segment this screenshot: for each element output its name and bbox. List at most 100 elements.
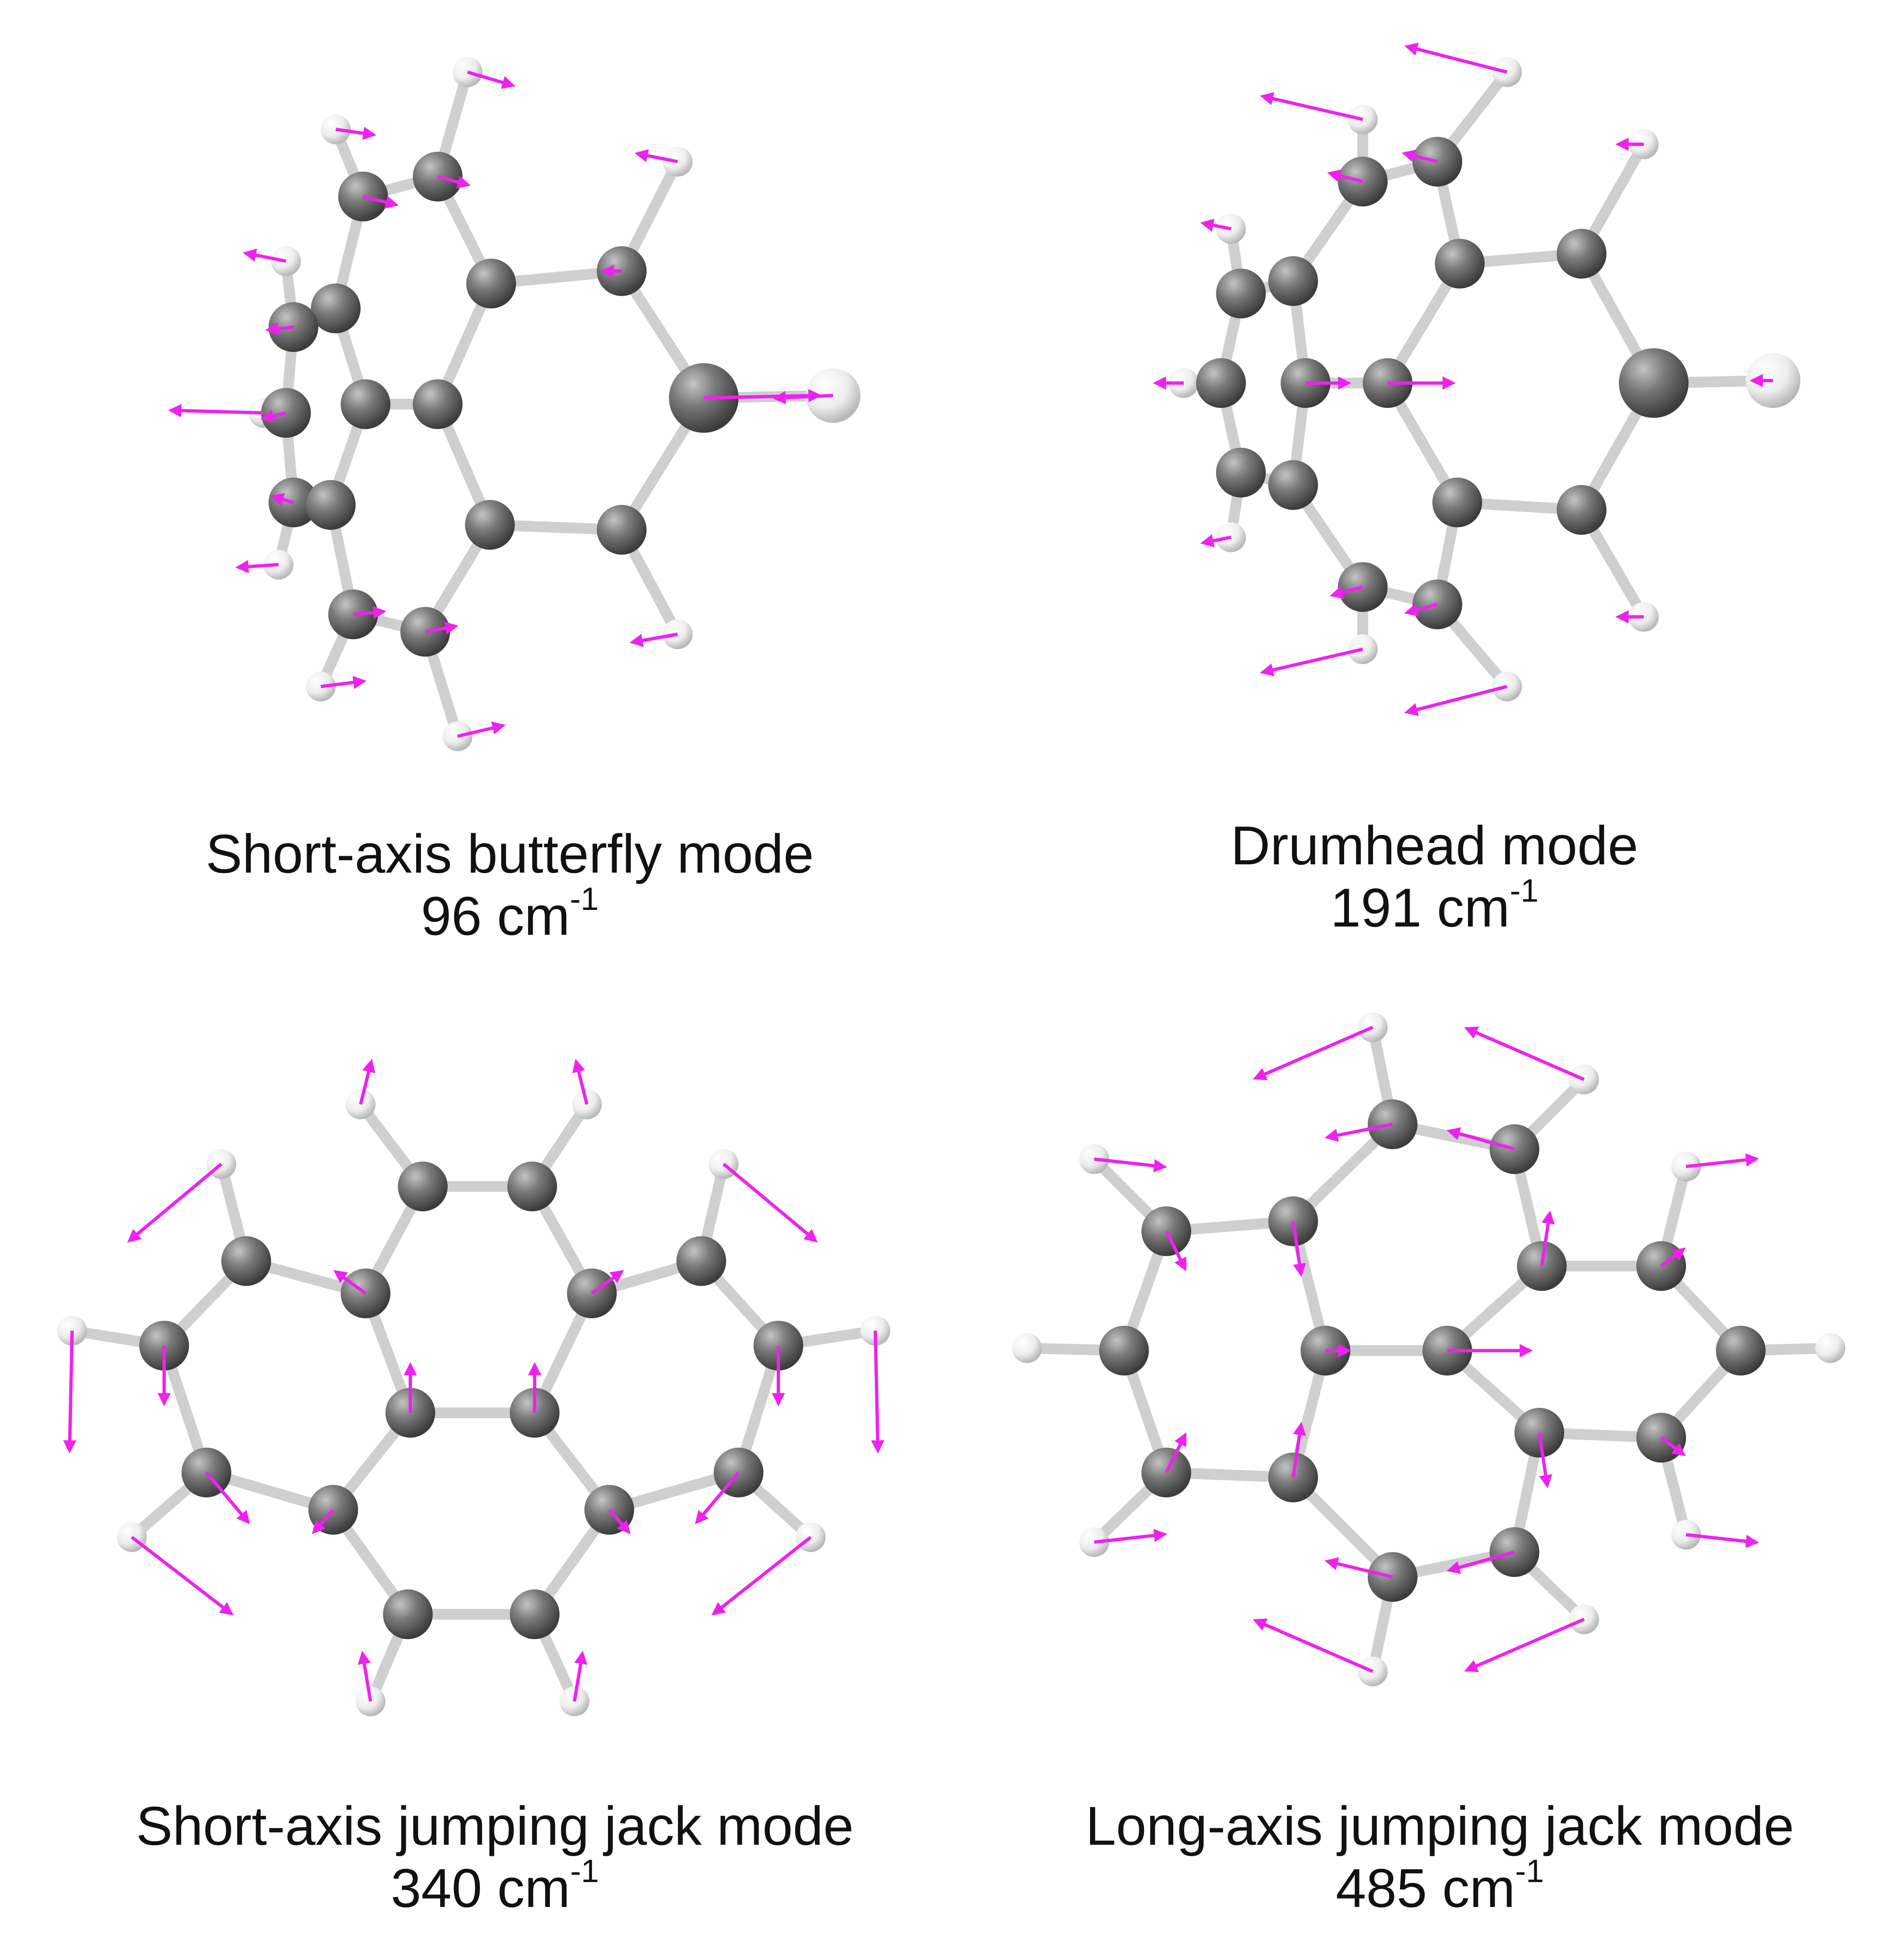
displacement-arrow-icon bbox=[1253, 1026, 1374, 1080]
hydrogen-atom-icon bbox=[1815, 1333, 1845, 1363]
mode-frequency-long-axis-jumping-jack: 485 cm-1 bbox=[970, 1855, 1880, 1919]
displacement-arrow-icon bbox=[1686, 1153, 1759, 1168]
displacement-arrow-icon bbox=[1404, 685, 1507, 716]
frequency-exponent: -1 bbox=[570, 1853, 599, 1889]
displacement-arrow-icon bbox=[871, 1330, 884, 1454]
carbon-atom-icon bbox=[1716, 1326, 1766, 1375]
displacement-arrow-icon bbox=[1094, 1529, 1168, 1544]
displacement-arrow-icon bbox=[573, 1650, 587, 1702]
displacement-arrow-icon bbox=[1446, 1127, 1515, 1151]
carbon-atom-icon bbox=[510, 1589, 560, 1639]
carbon-atom-icon bbox=[398, 1162, 448, 1211]
carbon-atom-icon bbox=[221, 1236, 271, 1286]
displacement-arrow-icon bbox=[1330, 585, 1364, 599]
carbon-atom-icon bbox=[1557, 229, 1606, 279]
mode-frequency-short-axis-jumping-jack: 340 cm-1 bbox=[25, 1855, 965, 1919]
displacement-arrow-icon bbox=[359, 1059, 376, 1105]
displacement-arrow-icon bbox=[467, 70, 516, 89]
frequency-value: 485 bbox=[1335, 1858, 1427, 1919]
hydrogen-atom-icon bbox=[1012, 1333, 1042, 1363]
carbon-atom-icon bbox=[676, 1236, 726, 1286]
displacement-arrow-icon bbox=[1402, 149, 1438, 163]
displacement-arrow-icon bbox=[437, 175, 471, 189]
carbon-atom-icon bbox=[466, 259, 516, 308]
carbon-atom-icon bbox=[311, 284, 361, 333]
displacement-arrow-icon bbox=[1260, 648, 1363, 677]
displacement-arrow-icon bbox=[1538, 1432, 1553, 1489]
displacement-arrow-icon bbox=[591, 1270, 624, 1295]
displacement-arrow-icon bbox=[1660, 1247, 1686, 1268]
displacement-arrow-icon bbox=[335, 126, 377, 140]
carbon-atom-icon bbox=[413, 379, 463, 429]
displacement-arrow-icon bbox=[1660, 1436, 1686, 1456]
displacement-arrow-icon bbox=[629, 633, 678, 647]
caption-butterfly: Short-axis butterfly mode 96 cm-1 bbox=[40, 823, 980, 947]
carbon-atom-icon bbox=[507, 1162, 557, 1211]
carbon-atom-icon bbox=[1619, 348, 1689, 418]
displacement-arrow-icon bbox=[1094, 1157, 1168, 1172]
carbon-atom-icon bbox=[306, 480, 356, 530]
carbon-atom-icon bbox=[341, 379, 390, 429]
displacement-arrow-icon bbox=[312, 1509, 335, 1534]
frequency-unit: cm bbox=[1437, 877, 1510, 938]
frequency-value: 96 bbox=[421, 885, 482, 946]
displacement-arrow-icon bbox=[320, 676, 367, 689]
carbon-atom-icon bbox=[1196, 358, 1246, 408]
mode-title-short-axis-jumping-jack: Short-axis jumping jack mode bbox=[136, 1795, 854, 1856]
displacement-arrow-icon bbox=[695, 1471, 740, 1525]
carbon-atom-icon bbox=[1216, 448, 1266, 497]
displacement-arrow-icon bbox=[711, 1535, 812, 1616]
carbon-atom-icon bbox=[1432, 478, 1482, 527]
displacement-arrow-icon bbox=[1446, 1550, 1515, 1574]
caption-short-axis-jumping-jack: Short-axis jumping jack mode 340 cm-1 bbox=[25, 1795, 965, 1919]
displacement-arrow-icon bbox=[1686, 1533, 1759, 1548]
carbon-atom-icon bbox=[1557, 485, 1606, 535]
mode-title-butterfly: Short-axis butterfly mode bbox=[206, 823, 814, 884]
frequency-value: 340 bbox=[390, 1858, 482, 1919]
mode-frequency-butterfly: 96 cm-1 bbox=[40, 883, 980, 947]
caption-long-axis-jumping-jack: Long-axis jumping jack mode 485 cm-1 bbox=[970, 1795, 1880, 1919]
carbon-atom-icon bbox=[1216, 269, 1266, 318]
displacement-arrow-icon bbox=[1260, 92, 1363, 121]
displacement-arrow-icon bbox=[1327, 169, 1363, 183]
carbon-atom-icon bbox=[383, 1589, 433, 1639]
carbon-atom-icon bbox=[1435, 239, 1485, 289]
frequency-unit: cm bbox=[1442, 1858, 1515, 1919]
displacement-arrow-icon bbox=[265, 322, 294, 335]
displacement-arrow-icon bbox=[1404, 42, 1507, 74]
frequency-exponent: -1 bbox=[570, 881, 599, 917]
frequency-exponent: -1 bbox=[1515, 1853, 1544, 1889]
frequency-unit: cm bbox=[497, 885, 570, 946]
displacement-arrow-icon bbox=[1200, 218, 1231, 232]
displacement-arrow-icon bbox=[703, 389, 822, 403]
caption-drumhead: Drumhead mode 191 cm-1 bbox=[964, 815, 1880, 939]
displacement-arrow-icon bbox=[260, 410, 286, 423]
displacement-arrow-icon bbox=[425, 621, 459, 635]
frequency-value: 191 bbox=[1330, 877, 1422, 938]
displacement-arrow-icon bbox=[1464, 1618, 1585, 1672]
mode-title-drumhead: Drumhead mode bbox=[1231, 815, 1638, 876]
displacement-arrow-icon bbox=[722, 1162, 818, 1243]
carbon-atom-icon bbox=[1268, 256, 1318, 306]
displacement-arrow-icon bbox=[63, 1330, 77, 1454]
displacement-arrow-icon bbox=[235, 560, 279, 573]
displacement-arrow-icon bbox=[1404, 603, 1438, 616]
carbon-atom-icon bbox=[465, 500, 515, 550]
displacement-arrow-icon bbox=[353, 606, 387, 619]
displacement-arrow-icon bbox=[1165, 1230, 1187, 1271]
frequency-unit: cm bbox=[497, 1858, 570, 1919]
mode-frequency-drumhead: 191 cm-1 bbox=[964, 874, 1880, 939]
displacement-arrow-icon bbox=[358, 1650, 372, 1702]
displacement-arrow-icon bbox=[1540, 1210, 1555, 1266]
displacement-arrow-icon bbox=[608, 1509, 631, 1534]
displacement-arrow-icon bbox=[634, 149, 678, 163]
displacement-arrow-icon bbox=[127, 1162, 223, 1243]
displacement-arrow-icon bbox=[333, 1270, 367, 1295]
carbon-atom-icon bbox=[1099, 1326, 1149, 1375]
displacement-arrow-icon bbox=[242, 248, 286, 263]
displacement-arrow-icon bbox=[457, 721, 506, 738]
frequency-exponent: -1 bbox=[1509, 872, 1539, 909]
displacement-arrow-icon bbox=[168, 404, 264, 417]
